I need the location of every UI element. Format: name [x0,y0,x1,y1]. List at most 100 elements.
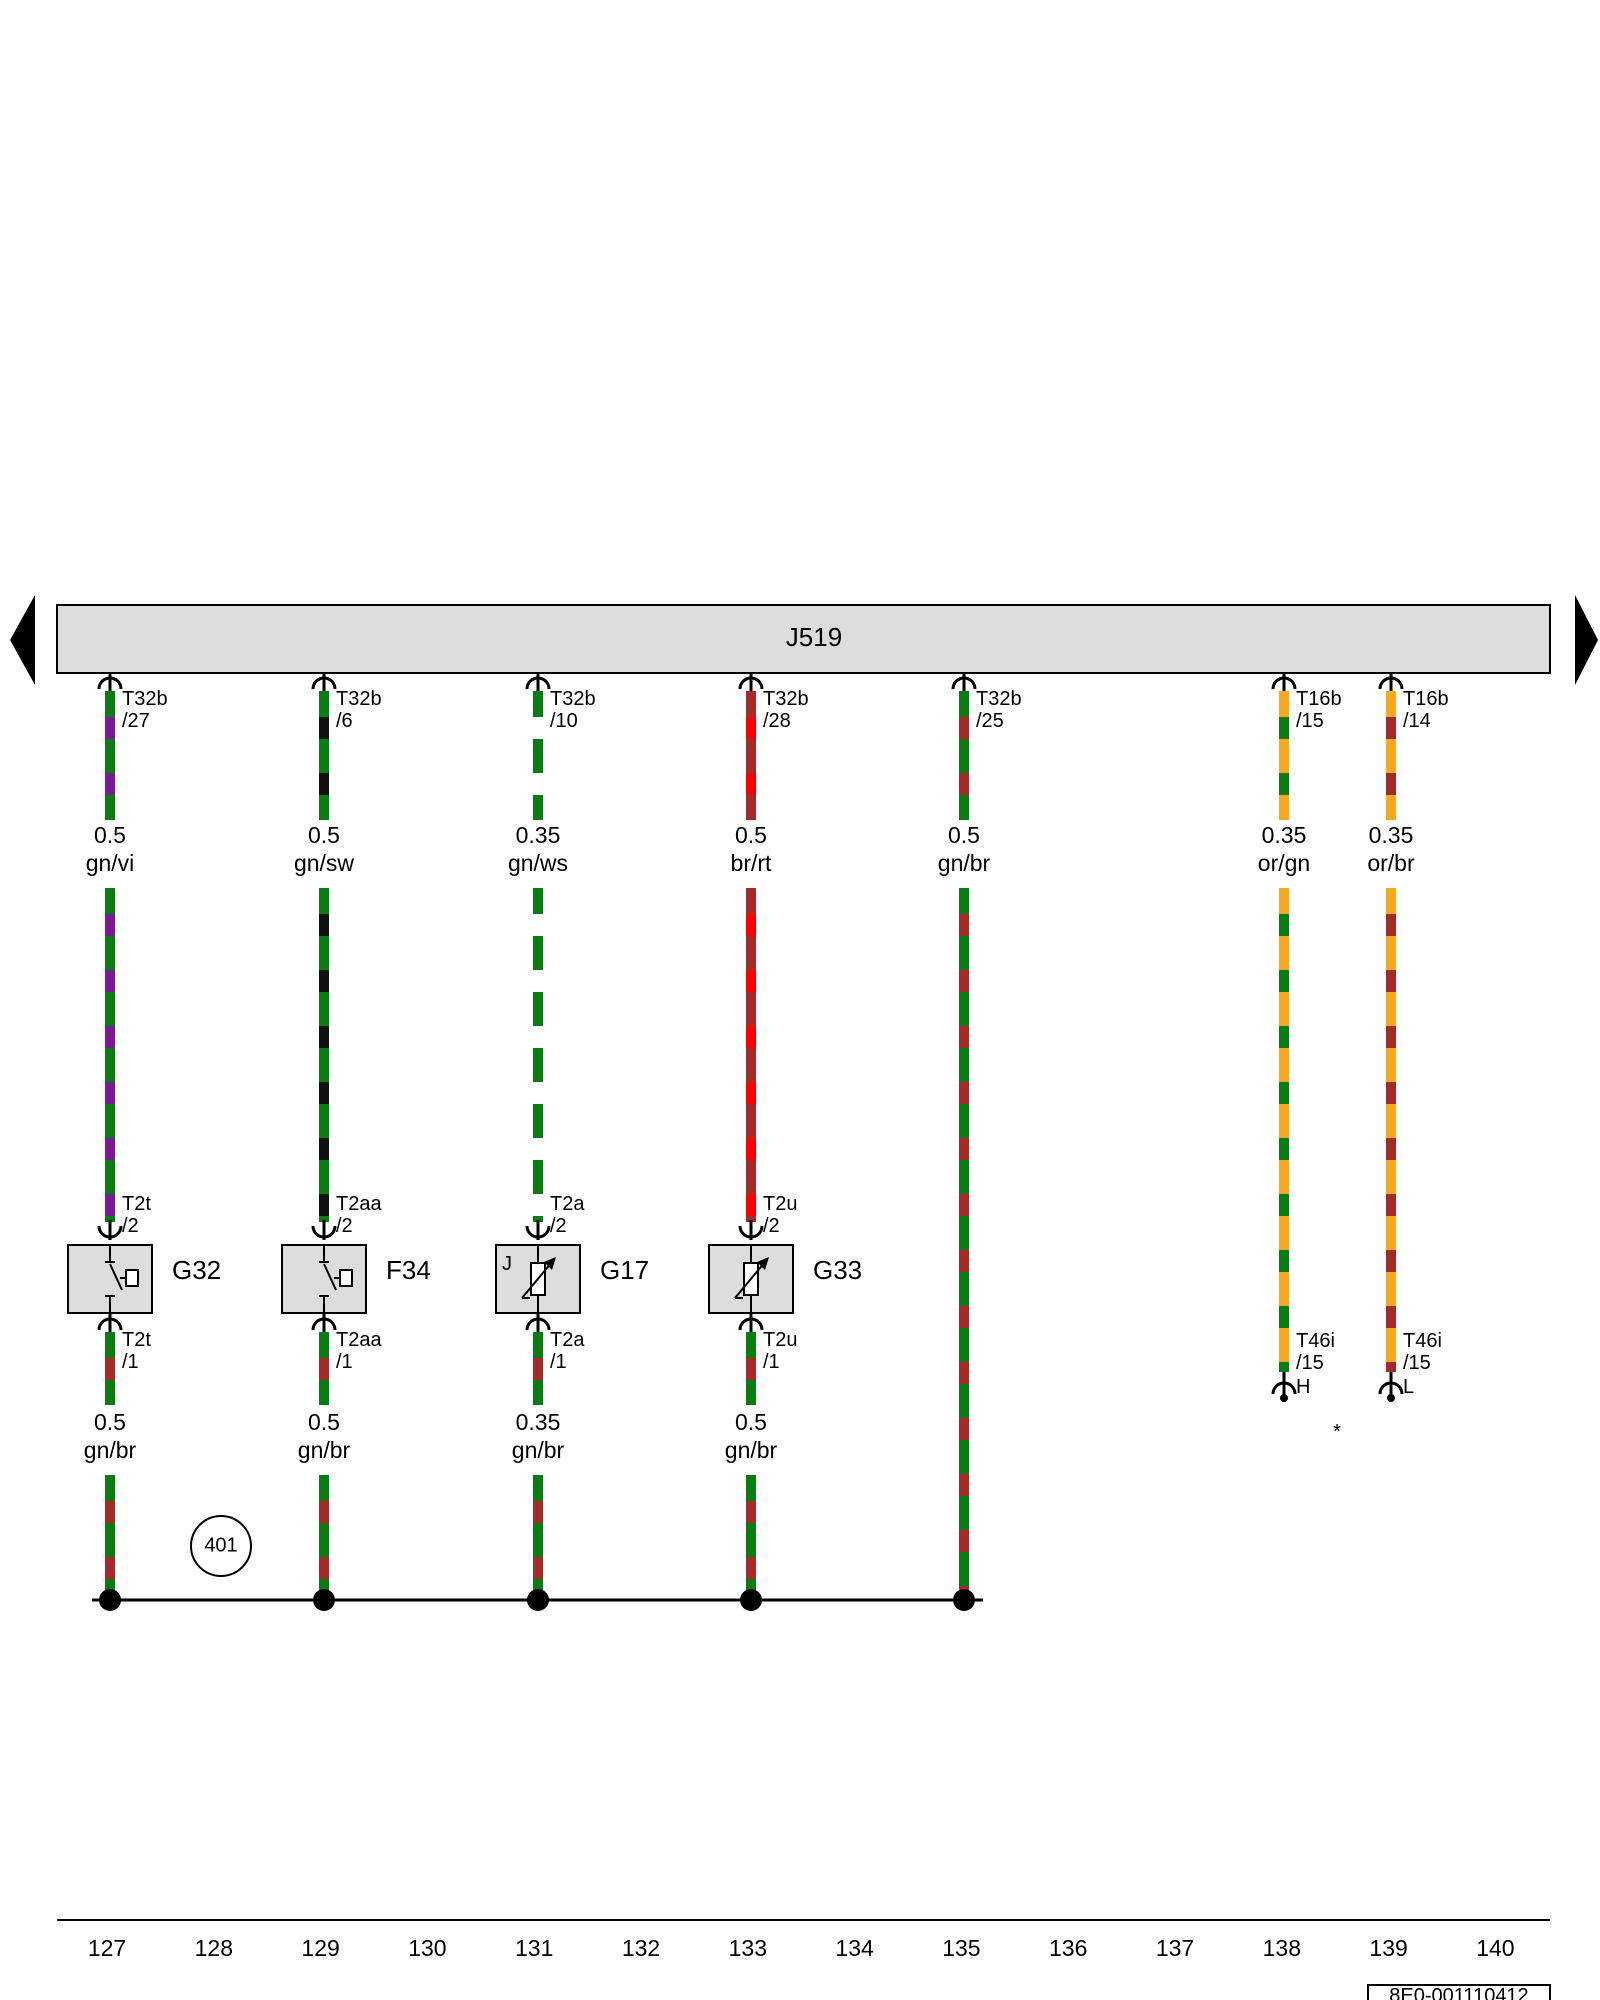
w139-long-segment[interactable] [1386,888,1396,1372]
w131-comp-bottom-plug [525,1314,551,1332]
w127-lower-size: 0.5 [94,1409,126,1435]
w133-upper-segment[interactable] [746,691,756,820]
w129-comp-bottom-connector-pin: /1 [336,1351,353,1373]
w133-top-connector-pin: /28 [763,710,791,732]
w129-comp-top-connector-name: T2aa [336,1193,382,1215]
w129-mid-segment[interactable] [319,888,329,1222]
w129-top-connector-name: T32b [336,688,382,710]
column-number: 139 [1369,1935,1407,1961]
w135-long-segment[interactable] [959,888,969,1600]
w131-top-plug [525,673,551,691]
w138-end-connector-pin: /15 [1296,1352,1324,1374]
w127-comp-top-connector-name: T2t [122,1193,151,1215]
components: G32 F34 J G17 G33 [67,1244,862,1314]
w138-upper-color: or/gn [1258,850,1310,876]
w129-lower-color: gn/br [298,1437,351,1463]
w131-lower-segment[interactable] [533,1332,543,1405]
w131-lower-size: 0.35 [516,1409,561,1435]
w133-comp-bottom-connector-pin: /1 [763,1351,780,1373]
w131-ground-segment[interactable] [533,1475,543,1600]
w135-upper-segment[interactable] [959,691,969,820]
w133-lower-size: 0.5 [735,1409,767,1435]
w139-top-plug [1378,673,1404,691]
w133-comp-bottom-connector-name: T2u [763,1329,797,1351]
doc-number: 8E0-001110412 [1389,1985,1528,2000]
w131-mid-segment[interactable] [533,888,543,1222]
w133-upper-color: br/rt [731,850,773,876]
w127-lower-color: gn/br [84,1437,137,1463]
w129-lower-segment[interactable] [319,1332,329,1405]
w129-top-connector-pin: /6 [336,710,353,732]
w127-comp-top-connector-pin: /2 [122,1215,139,1237]
w131-top-connector-pin: /10 [550,710,578,732]
w138-end-plug [1271,1372,1297,1402]
w129-lower-size: 0.5 [308,1409,340,1435]
column-number: 138 [1263,1935,1301,1961]
w139-end-plug [1378,1372,1404,1402]
w139-upper-color: or/br [1367,850,1415,876]
w131-upper-segment[interactable] [533,691,543,820]
w139-top-connector-name: T16b [1403,688,1449,710]
w138-top-connector-pin: /15 [1296,710,1324,732]
footnote-mark: * [1333,1421,1341,1443]
ground-point-label: 401 [204,1534,237,1556]
column-number: 133 [729,1935,767,1961]
column-number: 129 [301,1935,339,1961]
w138-long-segment[interactable] [1279,888,1289,1372]
w133-comp-top-connector-pin: /2 [763,1215,780,1237]
component-prefix: J [502,1253,512,1275]
w127-top-connector-pin: /27 [122,710,150,732]
w129-comp-top-connector-pin: /2 [336,1215,353,1237]
w133-comp-top-connector-name: T2u [763,1193,797,1215]
component-g17[interactable]: J G17 [495,1244,649,1314]
w131-top-connector-name: T32b [550,688,596,710]
w138-upper-segment[interactable] [1279,691,1289,820]
doc-number-box [1367,1984,1551,2000]
w138-upper-size: 0.35 [1262,822,1307,848]
w127-upper-size: 0.5 [94,822,126,848]
w131-comp-bottom-connector-name: T2a [550,1329,585,1351]
w127-upper-segment[interactable] [105,691,115,820]
w131-upper-size: 0.35 [516,822,561,848]
w127-mid-segment[interactable] [105,888,115,1222]
w131-comp-bottom-connector-pin: /1 [550,1351,567,1373]
w127-lower-segment[interactable] [105,1332,115,1405]
w133-top-plug [738,673,764,691]
w133-lower-segment[interactable] [746,1332,756,1405]
w127-comp-bottom-connector-pin: /1 [122,1351,139,1373]
w138-end-connector-name: T46i [1296,1330,1335,1352]
column-number: 128 [195,1935,233,1961]
component-f34[interactable]: F34 [281,1244,431,1314]
w139-end-pin: L [1403,1376,1414,1398]
w129-ground-segment[interactable] [319,1475,329,1600]
component-g32[interactable]: G32 [67,1244,221,1314]
w135-top-connector-name: T32b [976,688,1022,710]
next-page-arrow[interactable] [1575,595,1598,685]
component-label: G17 [600,1255,649,1285]
w139-upper-segment[interactable] [1386,691,1396,820]
prev-page-arrow[interactable] [10,595,35,685]
w133-ground-segment[interactable] [746,1475,756,1600]
w138-end-pin: H [1296,1376,1310,1398]
w139-end-connector-name: T46i [1403,1330,1442,1352]
w138-top-plug [1271,673,1297,691]
w127-ground-segment[interactable] [105,1475,115,1600]
w139-top-connector-pin: /14 [1403,710,1431,732]
control-unit-j519[interactable] [56,604,1551,674]
w127-comp-top-socket [97,1220,123,1240]
w133-comp-top-socket [738,1220,764,1240]
w135-upper-color: gn/br [938,850,991,876]
component-label: G32 [172,1255,221,1285]
ground-point-circle [190,1515,252,1577]
component-g33[interactable]: G33 [708,1244,862,1314]
w133-mid-segment[interactable] [746,888,756,1222]
w127-top-plug [97,673,123,691]
component-label: G33 [813,1255,862,1285]
w129-upper-segment[interactable] [319,691,329,820]
column-number: 131 [515,1935,553,1961]
w129-comp-bottom-connector-name: T2aa [336,1329,382,1351]
w129-upper-color: gn/sw [294,850,354,876]
w129-upper-size: 0.5 [308,822,340,848]
w129-comp-top-socket [311,1220,337,1240]
